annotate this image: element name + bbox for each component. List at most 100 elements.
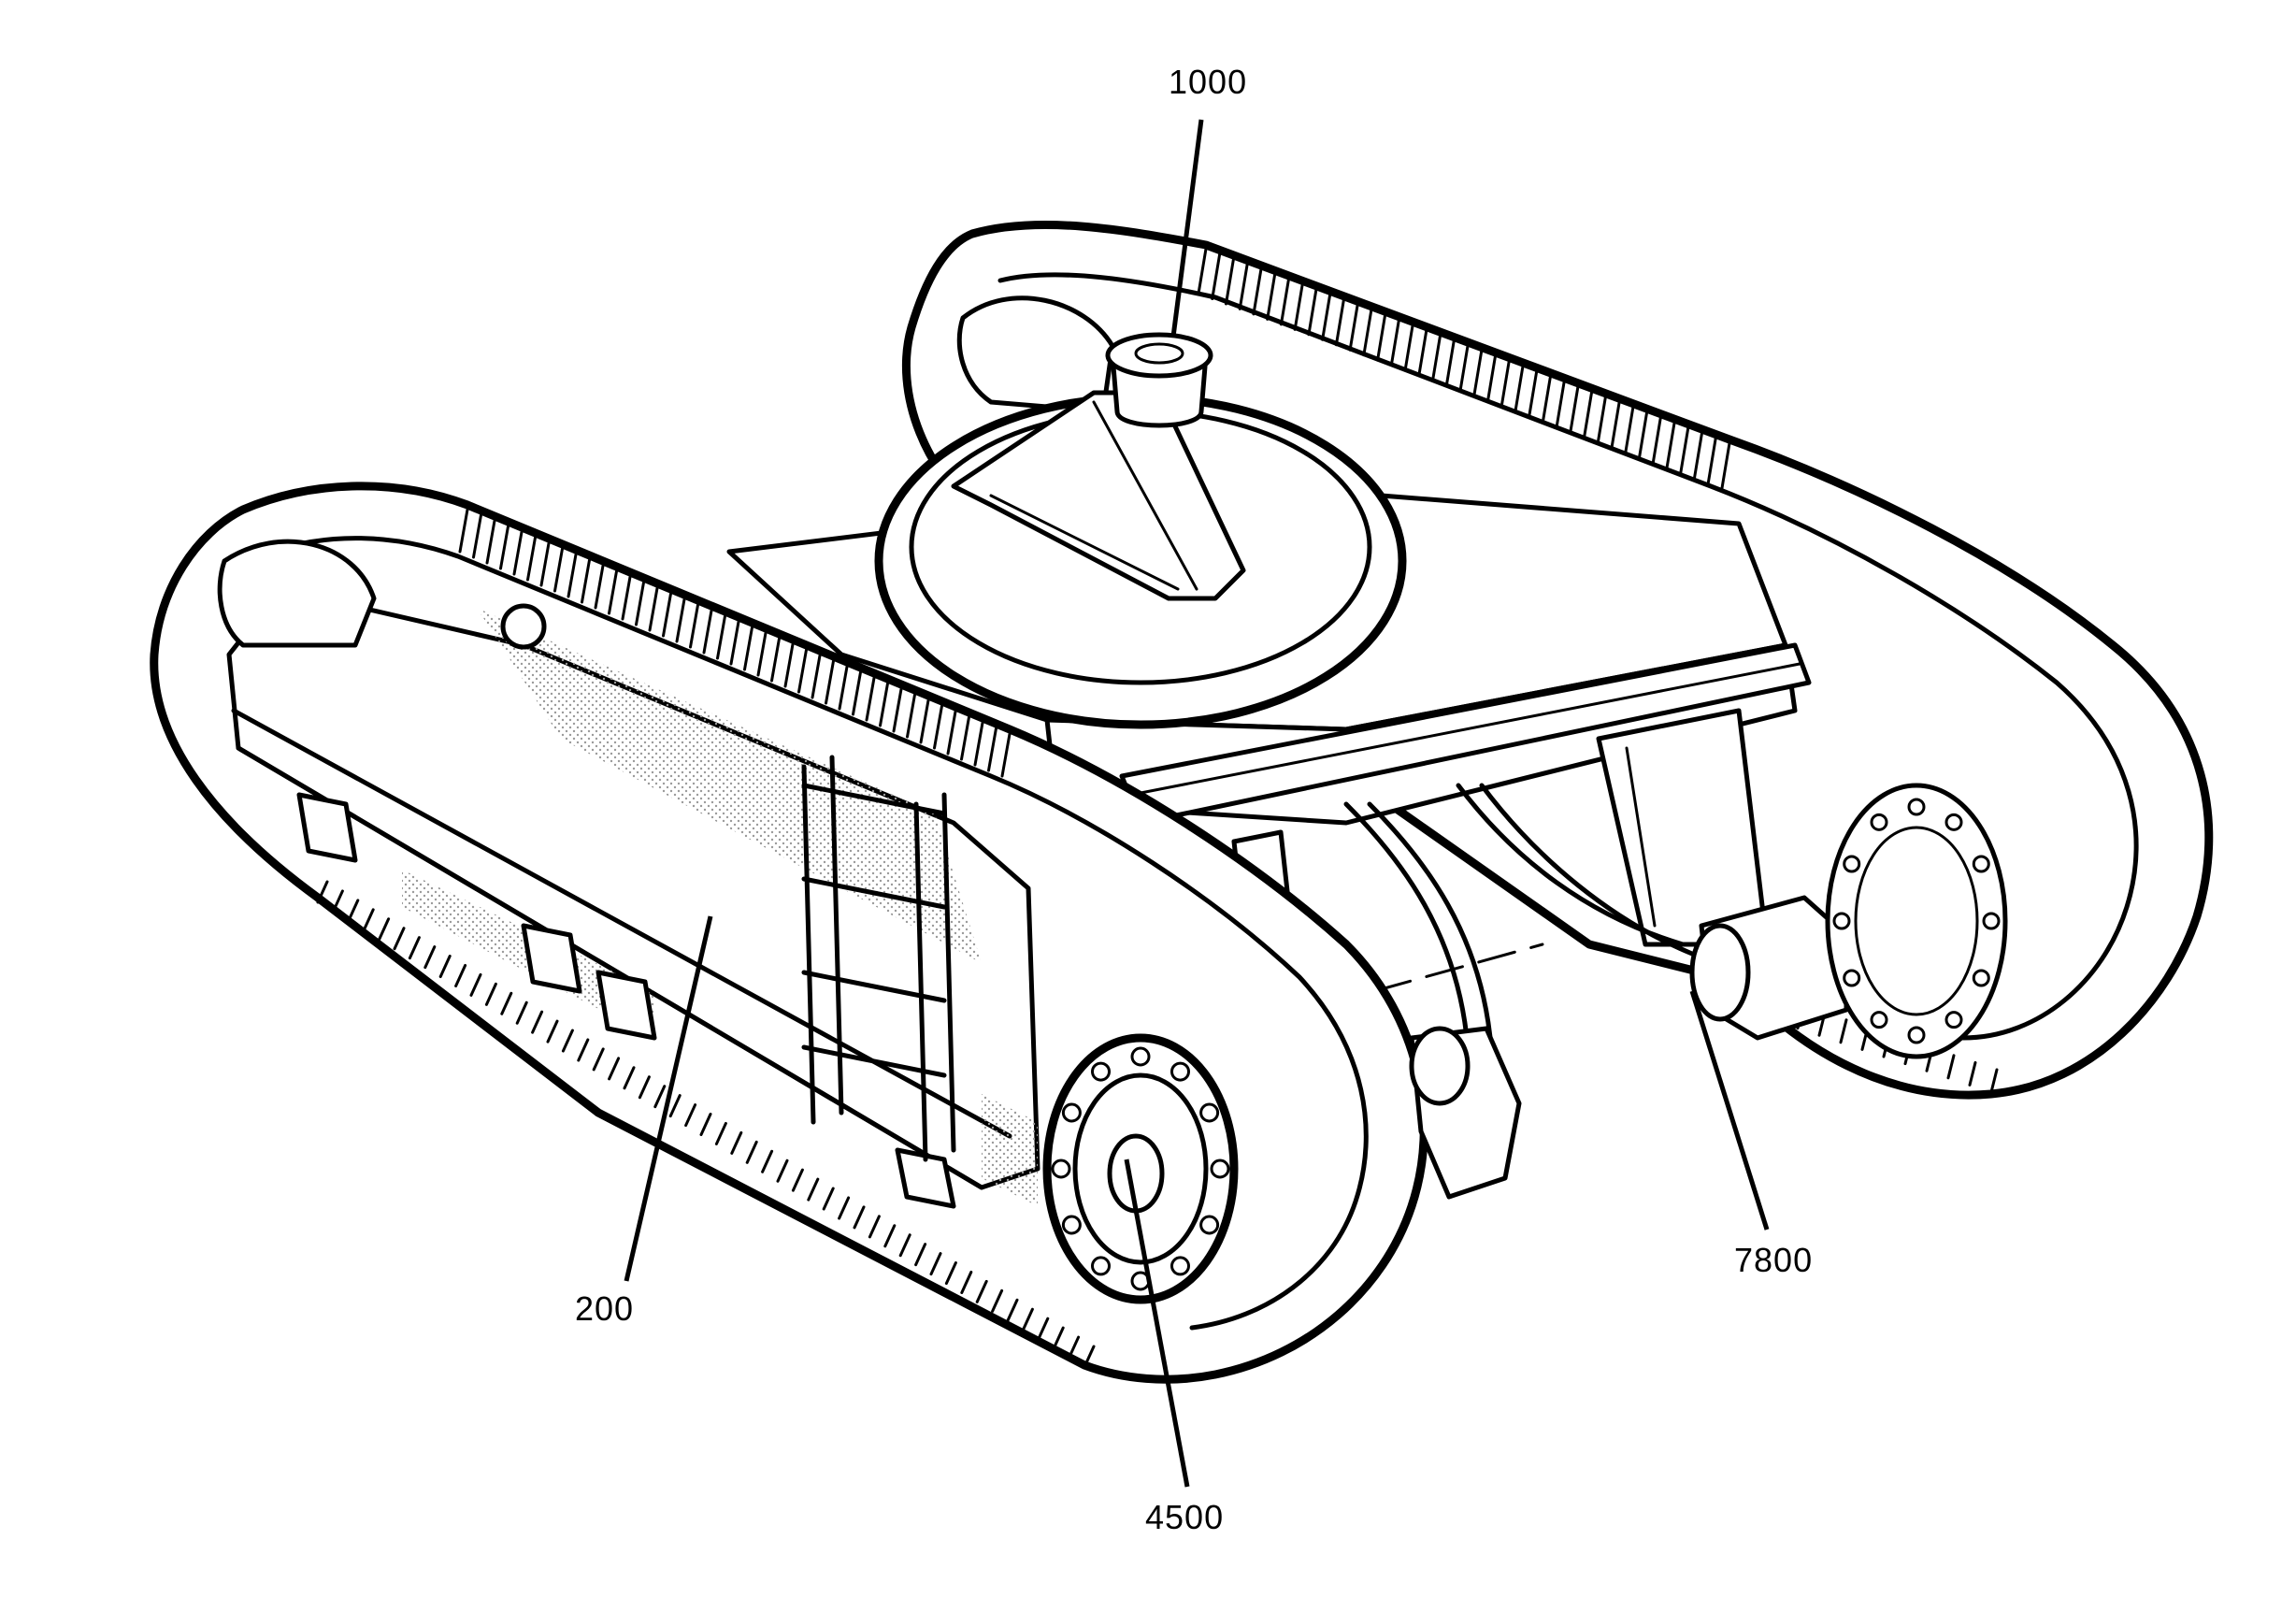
hub-bolt [1843, 969, 1861, 987]
hub-bolt [1972, 969, 1990, 987]
track-shoe-tick [1583, 390, 1594, 439]
leader-200 [624, 915, 713, 1282]
track-shoe-tick [1417, 329, 1428, 378]
track-shoe-tick [675, 597, 686, 643]
track-rollers [296, 792, 956, 1209]
track-shoe-tick [987, 727, 997, 772]
track-shoe-tick [1006, 1298, 1019, 1322]
track-shoe-tick [1211, 252, 1222, 300]
track-shoe-tick [526, 536, 537, 582]
hydraulic-hoses [1343, 783, 1695, 1050]
track-shoe-tick [852, 670, 862, 716]
track-shoe-tick [822, 1187, 835, 1211]
track-shoe-tick [745, 1140, 758, 1164]
track-shoe-tick [539, 541, 551, 587]
track-shoe-tick [472, 513, 482, 559]
callout-4500: 4500 [1145, 1498, 1224, 1536]
track-shoe-tick [1485, 354, 1497, 403]
track-shoe-tick [883, 1224, 897, 1248]
swivel-bracket [951, 390, 1246, 601]
callout-200: 200 [575, 1289, 634, 1328]
track-shoe-tick [838, 665, 849, 711]
track-shoe-tick [1665, 421, 1676, 469]
track-shoe-tick [761, 1149, 774, 1173]
track-shoe-tick [458, 508, 469, 554]
track-shoe-tick [811, 654, 822, 699]
track-shoe-tick [1197, 247, 1208, 295]
right-sprocket-bolts [1832, 798, 2001, 1044]
track-shoe-tick [500, 991, 513, 1015]
track-shoe-tick [914, 1243, 927, 1267]
track-shoe-tick [531, 1010, 544, 1034]
track-shoe-tick [1839, 1018, 1848, 1044]
track-shoe-tick [898, 1233, 911, 1258]
track-shoe-tick [668, 1094, 682, 1118]
hub-bolt [1843, 855, 1861, 873]
track-shoe-tick [1472, 349, 1484, 397]
track-shoe-tick [1555, 380, 1566, 428]
track-shoe-tick [791, 1168, 804, 1192]
track-shoe-tick [702, 609, 713, 655]
track-shoe-tick [960, 715, 970, 761]
track-shoe-tick [1679, 426, 1690, 475]
track-shoe-tick [393, 927, 406, 951]
track-shoe-tick [648, 586, 659, 632]
track-shoe-tick [438, 955, 452, 979]
track-shoe-tick [581, 558, 591, 604]
hub-bolt [1061, 1102, 1082, 1123]
track-shoe-tick [716, 614, 726, 660]
track-shoe-tick [825, 659, 835, 705]
track-shoe-tick [1279, 278, 1290, 326]
track-shoe-tick [331, 889, 344, 914]
left-track-assembly [150, 482, 1522, 1384]
track-shoe-tick [991, 1288, 1004, 1313]
track-shoe-tick [946, 710, 957, 756]
track-shoe-tick [1037, 1317, 1050, 1341]
hub-bolt [1170, 1061, 1190, 1082]
track-shoe-tick [316, 880, 329, 904]
track-shoe-tick [919, 698, 930, 744]
track-shoe-tick [1610, 400, 1621, 449]
track-shoe-tick [1651, 416, 1662, 465]
track-shoe-tick [879, 682, 889, 727]
track-shoe-tick [1293, 282, 1304, 331]
hub-bolt [1972, 855, 1990, 873]
track-shoe-tick [776, 1159, 789, 1183]
track-shoe-tick [838, 1196, 851, 1220]
track-shoe-tick [865, 676, 876, 722]
hub-bolt [1170, 1256, 1190, 1276]
track-shoe-tick [1052, 1326, 1065, 1350]
track-shoe-tick [756, 631, 768, 677]
hub-bolt [1870, 1011, 1888, 1029]
track-shoe-tick [1541, 375, 1552, 424]
track-shoe-tick [1431, 334, 1442, 382]
track-shoe-tick [608, 1057, 621, 1081]
left-track-shoes [316, 508, 1096, 1369]
track-shoe-tick [1083, 1345, 1096, 1369]
track-shoe-tick [1000, 732, 1012, 778]
track-shoe-tick [561, 1029, 574, 1053]
hub-bolt [1944, 1011, 1963, 1029]
track-shoe-tick [1444, 339, 1456, 388]
track-shoe-tick [1720, 441, 1731, 490]
leader-4500 [1124, 1159, 1190, 1488]
slewing-ring-assembly [874, 332, 1407, 729]
track-shoe-tick [1624, 406, 1635, 454]
track-shoe-tick [960, 1270, 973, 1294]
hub-bolt [1982, 912, 2001, 930]
track-shoe-tick [608, 569, 618, 615]
track-shoe-tick [638, 1075, 651, 1100]
right-sprocket-hub [1825, 783, 2008, 1059]
callout-7800: 7800 [1734, 1241, 1813, 1279]
left-idler [217, 539, 377, 648]
track-shoe-tick [714, 1121, 727, 1145]
track-shoe-tick [1458, 344, 1470, 393]
track-shoe-tick [553, 547, 564, 593]
track-shoe-tick [699, 1113, 712, 1136]
track-shoe-tick [689, 603, 699, 649]
track-shoe-tick [1307, 288, 1318, 337]
track-shoe-tick [378, 917, 391, 942]
track-shoe-tick [743, 626, 753, 671]
track-shoe-tick [512, 530, 524, 576]
track-shoe-tick [906, 693, 916, 739]
